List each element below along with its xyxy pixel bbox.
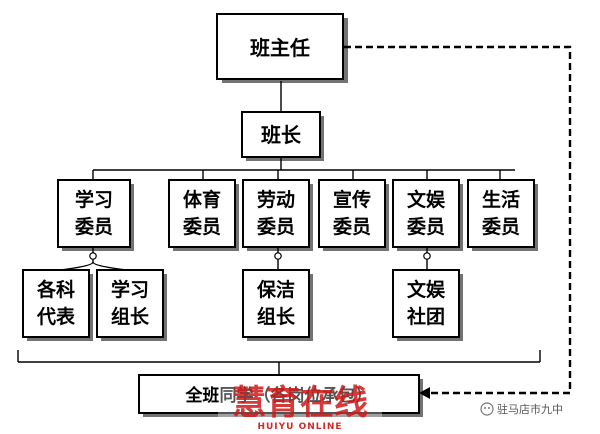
head-teacher-label: 班主任 [250,36,310,60]
study-group-leaders-line2: 组长 [111,305,150,328]
connector-dots [89,252,431,260]
publicity-committee-line2: 委员 [332,216,371,238]
watermark-main-text: 慧育在线 [232,383,368,423]
life-committee-line2: 委员 [481,216,520,238]
arts-club-line1: 文娱 [407,278,446,301]
feedback-dashed-line [344,45,572,399]
subject-reps-line2: 代表 [36,305,76,328]
study-group-leaders-line1: 学习 [111,278,149,301]
publicity-committee-line1: 宣传 [333,188,371,211]
entertainment-committee-box: 文娱 委员 [392,179,463,251]
labor-committee-line1: 劳动 [257,188,295,211]
credit-text: 驻马店市九中 [497,402,563,416]
arts-club-line2: 社团 [406,305,445,328]
sports-committee-line2: 委员 [182,216,221,238]
head-teacher-box: 班主任 [216,13,348,83]
labor-committee-line2: 委员 [256,216,295,238]
life-committee-line1: 生活 [482,188,520,211]
study-committee-line2: 委员 [74,216,113,238]
cleaning-leaders-line1: 保洁 [256,278,295,301]
study-group-leaders-box: 学习 组长 [96,269,167,341]
cleaning-leaders-line2: 组长 [257,305,296,328]
monitor-label: 班长 [261,123,302,147]
entertainment-committee-line2: 委员 [406,216,445,238]
arts-club-box: 文娱 社团 [392,269,463,341]
publicity-committee-box: 宣传 委员 [318,179,389,251]
sports-committee-box: 体育 委员 [168,179,239,251]
source-credit: 驻马店市九中 [480,402,563,416]
watermark-logo: 慧育在线 HUIYU ONLINE [218,381,382,432]
study-committee-box: 学习 委员 [57,179,134,251]
subject-reps-line1: 各科 [36,278,75,301]
whole-class-box: 全班同学（各岗位承包） [138,374,423,417]
sports-committee-line1: 体育 [183,188,221,211]
subject-reps-box: 各科 代表 [22,269,93,341]
life-committee-box: 生活 委员 [467,179,538,251]
labor-committee-box: 劳动 委员 [242,179,313,251]
monitor-box: 班长 [241,111,324,161]
whole-class-label: 全班同学（各岗位承包） [185,385,373,406]
cleaning-leaders-box: 保洁 组长 [242,269,313,341]
study-committee-line1: 学习 [75,188,113,211]
wechat-icon [480,402,494,416]
watermark-sub-text: HUIYU ONLINE [257,422,342,432]
entertainment-committee-line1: 文娱 [407,188,446,211]
